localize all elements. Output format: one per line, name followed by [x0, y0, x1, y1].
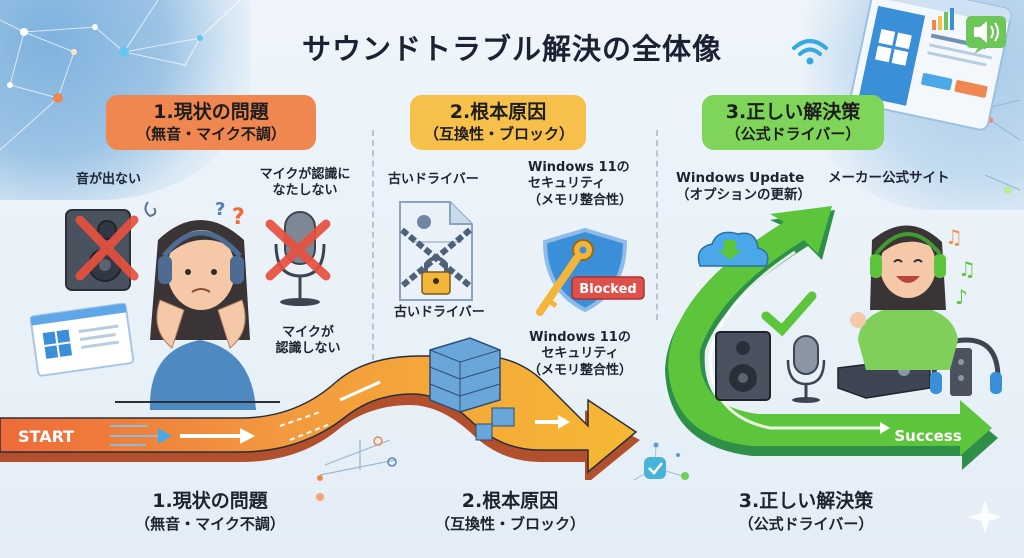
problem-illustration: ? ? [29, 199, 331, 410]
section-subheading: （互換性・ブロック） [424, 124, 575, 143]
section-header-problem: 1.現状の問題 （無音・マイク不調） [106, 95, 316, 150]
blocked-badge: Blocked [571, 276, 645, 300]
speaker-bubble-icon [966, 16, 1006, 54]
section-subheading: （無音・マイク不調） [136, 124, 286, 143]
brick-wall-icon [429, 337, 515, 441]
section-heading: 3.正しい解決策 [725, 101, 861, 123]
cloud-download-icon [697, 231, 769, 267]
music-note-icon: ♫ ♫ ♪ [945, 225, 976, 309]
happy-girl-illustration [850, 225, 958, 370]
wifi-icon [792, 39, 828, 65]
section-divider [656, 130, 658, 320]
windows-browser-illustration [850, 0, 1012, 131]
start-label: START [18, 427, 74, 446]
start-arrow: START [0, 355, 640, 480]
bottom-caption-solution: 3.正しい解決策 （公式ドライバー） [738, 490, 874, 533]
speaker-icon [715, 331, 771, 401]
svg-text:♫: ♫ [945, 225, 963, 249]
mic-not-recognized-label-top: マイクが認識に なたしない [259, 167, 351, 199]
section-header-solution: 3.正しい解決策 （公式ドライバー） [702, 95, 884, 150]
mic-not-recognized-label-bottom: マイクが 認識しない [275, 325, 341, 357]
question-mark-icon: ? [232, 205, 245, 230]
question-mark-icon: ? [215, 199, 225, 220]
section-divider [372, 130, 374, 360]
success-arrow: Success [665, 206, 998, 470]
maker-site-label: メーカー公式サイト [828, 170, 950, 186]
bottom-caption-problem: 1.現状の問題 （無音・マイク不調） [135, 490, 285, 533]
security-label-top: Windows 11の セキュリティ （メモリ整合性） [528, 160, 633, 208]
progress-path: Success START [0, 206, 1002, 480]
checkmark-icon [761, 291, 817, 337]
red-cross-icon [75, 215, 139, 281]
windows-window-icon [29, 302, 135, 377]
windows-update-label: Windows Update （オプションの更新） [676, 170, 811, 203]
section-heading: 2.根本原因 [449, 101, 547, 123]
troubled-girl-illustration [149, 220, 256, 410]
page-title: サウンドトラブル解決の全体像 [301, 32, 722, 66]
microphone-icon [786, 335, 826, 403]
locked-driver-file-icon [399, 201, 473, 301]
svg-text:♫: ♫ [958, 257, 976, 281]
svg-text:Blocked: Blocked [579, 282, 636, 297]
section-subheading: （公式ドライバー） [725, 124, 861, 143]
cause-illustration: Blocked [399, 201, 645, 316]
red-cross-icon [265, 219, 331, 281]
sparkle-icon [968, 500, 1002, 534]
check-node-icon [632, 442, 689, 480]
key-icon [536, 239, 594, 316]
no-sound-label: 音が出ない [76, 172, 142, 187]
section-heading: 1.現状の問題 [153, 101, 269, 123]
section-header-cause: 2.根本原因 （互換性・ブロック） [410, 95, 586, 150]
bottom-caption-cause: 2.根本原因 （互換性・ブロック） [434, 490, 585, 533]
security-label-bottom: Windows 11の セキュリティ （メモリ整合性） [527, 330, 632, 378]
svg-text:♪: ♪ [955, 285, 968, 309]
success-label: Success [894, 427, 961, 445]
old-driver-label-top: 古いドライバー [388, 172, 479, 187]
old-driver-label-bottom: 古いドライバー [394, 305, 485, 320]
